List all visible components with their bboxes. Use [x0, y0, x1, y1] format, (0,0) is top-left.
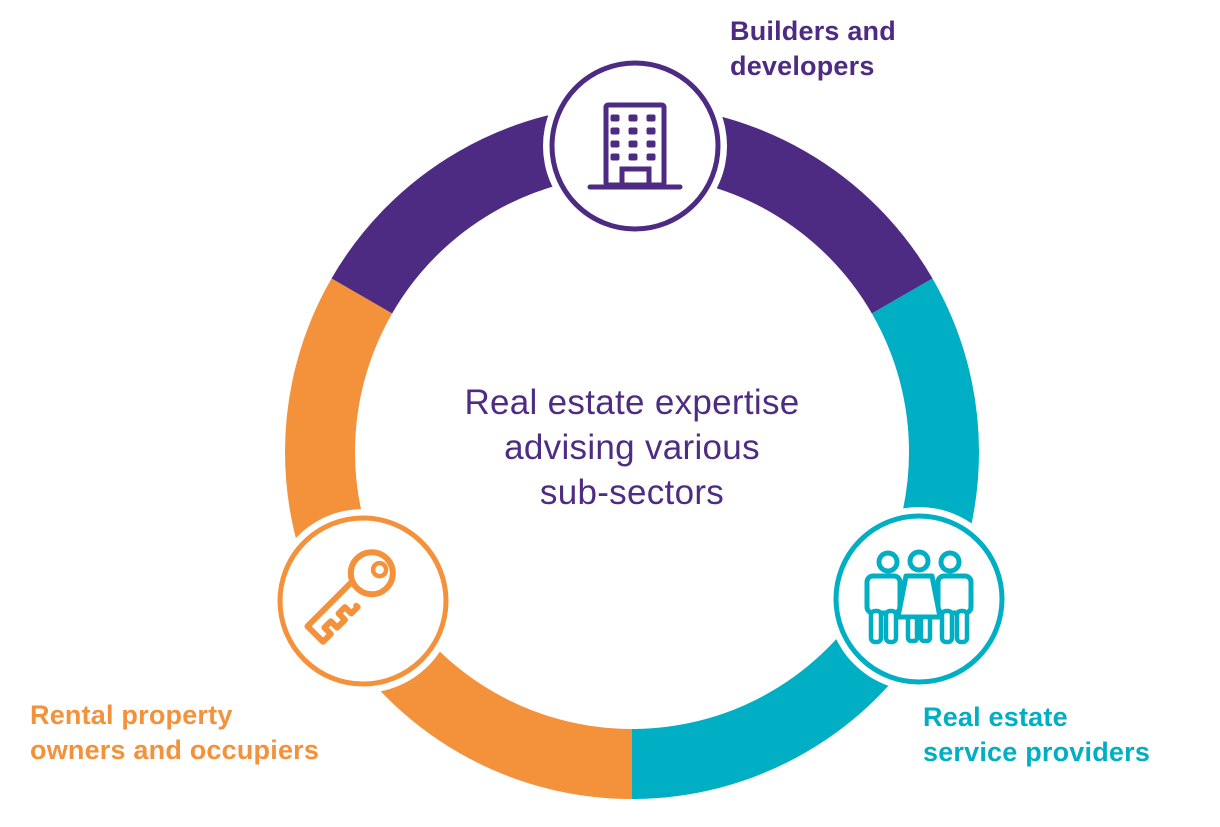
label-rental-owners: Rental property owners and occupiers	[30, 700, 320, 765]
building-icon	[587, 102, 683, 190]
people-icon	[864, 549, 974, 645]
label-service-providers: Real estate service providers	[923, 702, 1151, 767]
key-icon	[304, 549, 396, 645]
label-builders-developers: Builders and developers	[730, 16, 896, 81]
center-title: Real estate expertise advising various s…	[464, 383, 800, 512]
badge-builders-developers	[543, 54, 727, 238]
badge-service-providers	[827, 507, 1011, 691]
badge-ring	[277, 515, 449, 687]
badge-rental-owners	[271, 509, 455, 693]
